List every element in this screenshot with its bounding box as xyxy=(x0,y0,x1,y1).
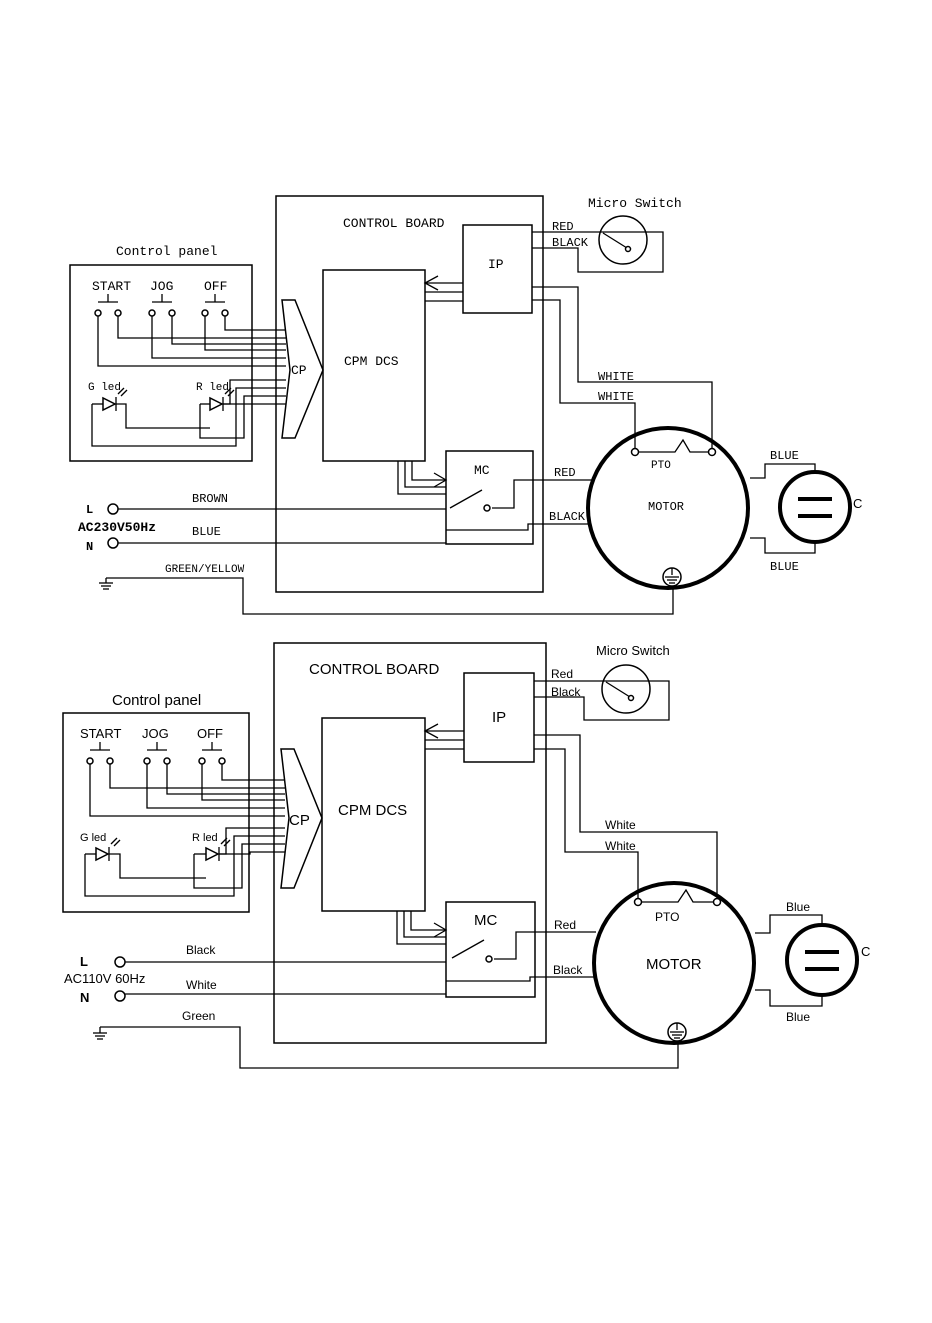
wire-l-label: Black xyxy=(186,943,216,957)
ip-box xyxy=(462,224,533,314)
label-motor: MOTOR xyxy=(648,500,684,514)
wire-ground-label: GREEN/YELLOW xyxy=(165,564,245,576)
label-jog: JOG xyxy=(150,279,173,294)
motor-symbol xyxy=(592,881,756,1045)
diagram-110v: CONTROL BOARD Control panel Micro Switch… xyxy=(62,642,870,1069)
label-control-board: CONTROL BOARD xyxy=(309,661,439,678)
diagram-230v: CONTROL BOARD Control panel Micro Switch… xyxy=(69,195,862,615)
label-mc: MC xyxy=(474,463,490,478)
mc-box xyxy=(445,450,534,545)
label-r-led: R led xyxy=(192,832,218,844)
label-terminal-l: L xyxy=(80,954,88,969)
micro-switch-symbol xyxy=(598,215,648,265)
label-micro-switch: Micro Switch xyxy=(596,643,670,658)
label-cp: CP xyxy=(289,812,310,829)
terminal-n xyxy=(114,990,126,1002)
label-supply: AC110V 60Hz xyxy=(64,971,145,986)
wire-white-2: White xyxy=(605,839,636,853)
off-button-symbol xyxy=(198,742,226,765)
label-ip: IP xyxy=(492,709,506,726)
wire-blue-bottom: BLUE xyxy=(770,560,799,574)
wire-black-ip: Black xyxy=(551,685,581,699)
mc-box xyxy=(445,901,536,998)
control-panel-box xyxy=(62,712,250,913)
start-button-symbol xyxy=(86,742,114,765)
ip-box xyxy=(463,672,535,763)
motor-symbol xyxy=(586,426,750,590)
label-control-panel: Control panel xyxy=(112,692,201,709)
wire-black-mc: BLACK xyxy=(549,510,586,524)
cpm-box xyxy=(321,717,426,912)
control-board-box xyxy=(273,642,547,1044)
label-mc: MC xyxy=(474,912,497,929)
control-board-box xyxy=(275,195,544,593)
label-start: START xyxy=(92,279,131,294)
wire-white-1: WHITE xyxy=(598,370,634,384)
capacitor-symbol xyxy=(778,470,852,544)
terminal-l xyxy=(107,503,119,515)
label-pto: PTO xyxy=(651,460,671,472)
cp-connector xyxy=(281,299,324,439)
cp-connector xyxy=(280,748,323,889)
control-panel-box xyxy=(69,264,253,462)
label-pto: PTO xyxy=(655,910,679,924)
wire-red-ip: Red xyxy=(551,667,573,681)
cpm-box xyxy=(322,269,426,462)
label-motor: MOTOR xyxy=(646,956,702,973)
off-button-symbol xyxy=(201,294,229,317)
label-off: OFF xyxy=(204,279,227,294)
label-jog: JOG xyxy=(142,726,169,741)
wire-red-ip: RED xyxy=(552,220,574,234)
wire-red-mc: Red xyxy=(554,918,576,932)
label-g-led: G led xyxy=(88,382,121,394)
label-capacitor: C xyxy=(861,944,870,959)
label-control-board: CONTROL BOARD xyxy=(343,216,445,231)
label-supply: AC230V50Hz xyxy=(78,520,156,535)
label-start: START xyxy=(80,726,121,741)
wire-n-label: White xyxy=(186,978,217,992)
label-cpm: CPM DCS xyxy=(338,802,407,819)
jog-button-symbol xyxy=(148,294,176,317)
wire-white-2: WHITE xyxy=(598,390,634,404)
label-terminal-l: L xyxy=(86,503,93,517)
label-off: OFF xyxy=(197,726,223,741)
wire-white-1: White xyxy=(605,818,636,832)
label-g-led: G led xyxy=(80,832,106,844)
start-button-symbol xyxy=(94,294,122,317)
label-cp: CP xyxy=(291,363,307,378)
label-control-panel: Control panel xyxy=(116,244,218,259)
wire-red-mc: RED xyxy=(554,466,576,480)
label-terminal-n: N xyxy=(80,990,89,1005)
wire-blue-bottom: Blue xyxy=(786,1010,810,1024)
label-cpm: CPM DCS xyxy=(344,354,399,369)
terminal-n xyxy=(107,537,119,549)
wire-blue-top: BLUE xyxy=(770,449,799,463)
wire-ground-label: Green xyxy=(182,1009,215,1023)
wire-black-ip: BLACK xyxy=(552,236,589,250)
wire-l-label: BROWN xyxy=(192,492,228,506)
wire-n-label: BLUE xyxy=(192,525,221,539)
wire-blue-top: Blue xyxy=(786,900,810,914)
wire-black-mc: Black xyxy=(553,963,583,977)
capacitor-symbol xyxy=(785,923,859,997)
label-micro-switch: Micro Switch xyxy=(588,196,682,211)
jog-button-symbol xyxy=(143,742,171,765)
label-ip: IP xyxy=(488,257,504,272)
label-terminal-n: N xyxy=(86,540,93,554)
label-capacitor: C xyxy=(853,496,862,511)
micro-switch-symbol xyxy=(601,664,651,714)
label-r-led: R led xyxy=(196,382,229,394)
terminal-l xyxy=(114,956,126,968)
